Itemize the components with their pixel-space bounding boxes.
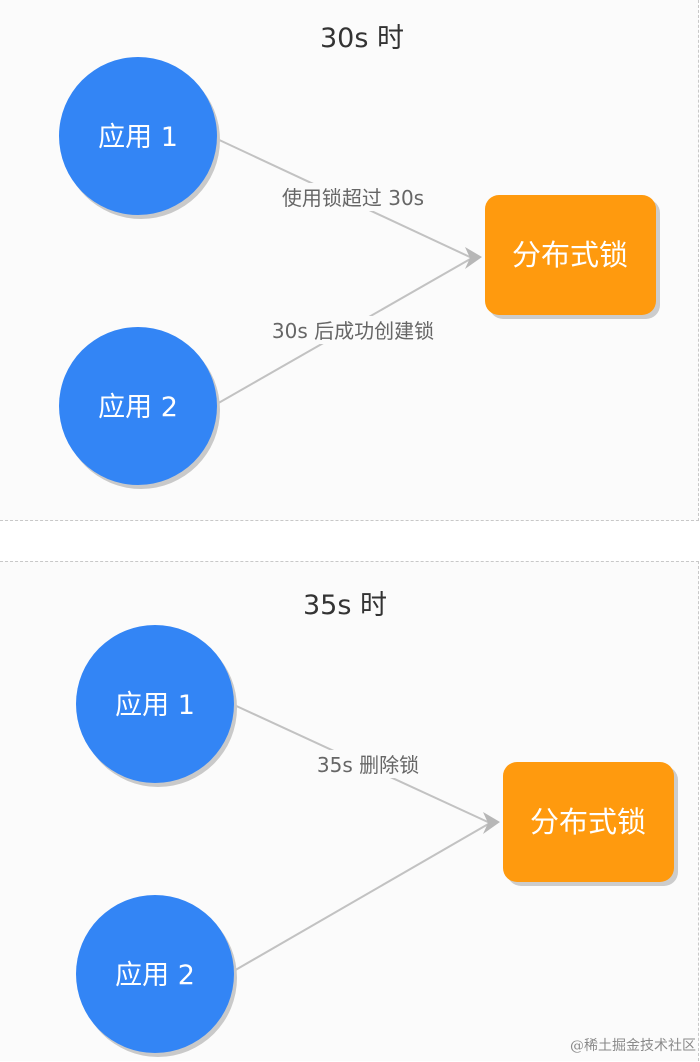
app2-node: 应用 2 xyxy=(76,895,237,1057)
app2-label: 应用 2 xyxy=(98,392,178,423)
edge-label-app1: 使用锁超过 30s xyxy=(282,186,424,210)
panel-title: 30s 时 xyxy=(320,23,404,54)
panel-title: 35s 时 xyxy=(303,590,387,621)
lock-label: 分布式锁 xyxy=(512,238,628,272)
edge-label-app1: 35s 删除锁 xyxy=(317,753,419,777)
diagram-panel-30s: 30s 时 使用锁超过 30s 30s 后成功创建锁 应用 1 应用 2 分布式… xyxy=(0,0,699,521)
app1-node: 应用 1 xyxy=(76,625,237,787)
edge-label-app2: 30s 后成功创建锁 xyxy=(272,319,434,343)
app2-label: 应用 2 xyxy=(115,960,195,991)
lock-label: 分布式锁 xyxy=(530,805,646,839)
diagram-panel-35s: 35s 时 35s 删除锁 应用 1 应用 2 分布式锁 xyxy=(0,561,699,1061)
diagram-canvas-30s: 30s 时 使用锁超过 30s 30s 后成功创建锁 应用 1 应用 2 分布式… xyxy=(59,23,660,489)
arrow-head xyxy=(465,247,482,269)
edge-app2-to-lock xyxy=(231,822,491,973)
app1-label: 应用 1 xyxy=(98,122,178,153)
app1-node: 应用 1 xyxy=(59,57,220,219)
watermark: @稀土掘金技术社区 xyxy=(570,1038,696,1054)
app2-node: 应用 2 xyxy=(59,327,220,489)
distributed-lock-node: 分布式锁 xyxy=(503,762,678,886)
arrow-head xyxy=(483,812,500,834)
distributed-lock-node: 分布式锁 xyxy=(485,195,660,319)
app1-label: 应用 1 xyxy=(115,690,195,721)
diagram-canvas-35s: 35s 时 35s 删除锁 应用 1 应用 2 分布式锁 xyxy=(76,590,678,1057)
